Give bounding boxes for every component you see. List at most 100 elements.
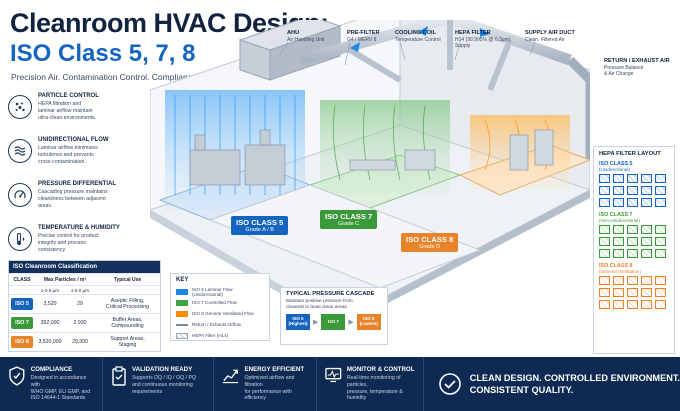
footer-tagline: CLEAN DESIGN. CONTROLLED ENVIRONMENT.CON… (424, 357, 680, 411)
col-use: Typical Use (113, 276, 142, 283)
table-subheader-row: ≥ 0.5 µm ≥ 5.0 µm (9, 285, 160, 294)
table-cell: 2,930 (73, 320, 87, 326)
footer-validation: Validation ReadySupports DQ / IQ / OQ / … (103, 357, 215, 411)
table-row: ISO 5 3,520 29 Aseptic Filling,Critical … (9, 294, 160, 313)
class-badge: ISO 5 (11, 298, 33, 310)
clipboard-icon (112, 366, 126, 386)
table-cell: 352,000 (40, 320, 60, 326)
hepa-filter-cell (599, 186, 610, 195)
airflow-icon (8, 139, 32, 163)
hepa-filter-cell (655, 300, 666, 309)
hepa-filter-cell (627, 237, 638, 246)
table-row: ISO 8 3,520,000 29,300 Support Areas,Sta… (9, 332, 160, 351)
col-particles: Max Particles / m³ (43, 276, 87, 283)
hepa-filter-cell (613, 288, 624, 297)
hepa-filter-cell (641, 300, 652, 309)
hepa-filter-cell (613, 249, 624, 258)
cleanroom-isometric-illustration (150, 20, 590, 328)
hepa-filter-cell (641, 186, 652, 195)
hepa-section-iso5: ISO CLASS 5 (Unidirectional) (599, 161, 669, 207)
feature-title: Pressure Differential (38, 181, 117, 187)
front-corridor (208, 184, 482, 289)
hepa-filter-cell (599, 276, 610, 285)
hepa-filter-cell (627, 288, 638, 297)
hepa-filter-cell (613, 225, 624, 234)
supply-arrow (350, 42, 360, 52)
table-header-row: CLASS Max Particles / m³ Typical Use (9, 273, 160, 285)
table-cell: Buffer Areas,Compounding (111, 316, 144, 329)
hepa-grid (599, 276, 669, 309)
hepa-filter-cell (613, 276, 624, 285)
hepa-filter-cell (613, 186, 624, 195)
footer-compliance: ComplianceDesigned in accordance withWHO… (0, 357, 103, 411)
hepa-filter-cell (599, 225, 610, 234)
hepa-filter-cell (627, 249, 638, 258)
hepa-filter-cell (599, 198, 610, 207)
table-cell: Support Areas,Staging (110, 335, 145, 348)
hepa-filter-cell (613, 174, 624, 183)
page-title-classes: ISO Class 5, 7, 8 (10, 40, 196, 67)
hepa-filter-cell (641, 249, 652, 258)
supply-duct-branch (348, 20, 513, 92)
table-title: ISO Cleanroom Classification (9, 261, 160, 273)
iso7-workbench (349, 149, 436, 171)
check-badge-icon (438, 373, 461, 395)
page-subtitle: Precision Air. Contamination Control. Co… (11, 72, 200, 82)
hepa-section-iso8: ISO CLASS 8 (General Ventilation) (599, 263, 669, 309)
key-title: KEY (176, 277, 189, 283)
hepa-filter-cell (655, 198, 666, 207)
table-cell: 3,520 (43, 301, 57, 307)
hepa-filter-cell (599, 300, 610, 309)
feature-title: Unidirectional Flow (38, 137, 109, 143)
cascade-step-iso5: ISO 5(Highest) (286, 313, 310, 330)
hepa-grid (599, 174, 669, 207)
hepa-filter-cell (655, 225, 666, 234)
key-item: ISO 7 Controlled Flow (176, 297, 264, 308)
airflow-key: KEY ISO 5 Laminar Flow (Unidirectional) … (170, 273, 270, 341)
hepa-filter-cell (627, 225, 638, 234)
supply-air-duct (298, 20, 572, 66)
hepa-filter-cell (599, 249, 610, 258)
hepa-filter-cell (613, 198, 624, 207)
hepa-filter-cell (627, 186, 638, 195)
hepa-filter-cell (627, 198, 638, 207)
hepa-filter-cell (627, 276, 638, 285)
hepa-filter-cell (641, 198, 652, 207)
table-row: ISO 7 352,000 2,930 Buffer Areas,Compoun… (9, 313, 160, 332)
feature-title: Particle Control (38, 93, 99, 99)
hepa-filter-cell (599, 288, 610, 297)
feature-title: Temperature & Humidity (38, 225, 120, 231)
hepa-filter-cell (655, 288, 666, 297)
shield-icon (9, 366, 25, 386)
feature-particle-control: Particle Control HEPA filtration andlami… (8, 93, 150, 134)
iso8-storage-rack (509, 129, 554, 171)
class-badge: ISO 7 (11, 317, 33, 329)
table-cell: Aseptic Filling,Critical Processing (106, 297, 149, 310)
arrow-right-icon: ▶ (348, 318, 354, 326)
hepa-title: HEPA FILTER LAYOUT (599, 151, 661, 157)
footer-monitor: Monitor & ControlReal-time monitoring of… (317, 357, 424, 411)
hepa-section-iso7: ISO CLASS 7 (Non-Unidirectional) (599, 212, 669, 258)
feature-unidirectional-flow: Unidirectional Flow Laminar airflow mini… (8, 137, 150, 178)
arrow-right-icon: ▶ (313, 318, 319, 326)
callout-leaders (279, 41, 590, 80)
col-p1: ≥ 0.5 µm (41, 287, 59, 293)
footer-energy: Energy EfficientOptimized airflow and fi… (214, 357, 318, 411)
iso-classification-table: ISO Cleanroom Classification CLASS Max P… (8, 260, 161, 352)
feature-temperature-humidity: Temperature & Humidity Precise control f… (8, 225, 150, 266)
hepa-filter-cell (627, 174, 638, 183)
hepa-filter-cell (655, 174, 666, 183)
table-cell: 29,300 (72, 339, 88, 345)
feature-list: Particle Control HEPA filtration andlami… (8, 93, 150, 269)
hepa-filter-cell (655, 249, 666, 258)
